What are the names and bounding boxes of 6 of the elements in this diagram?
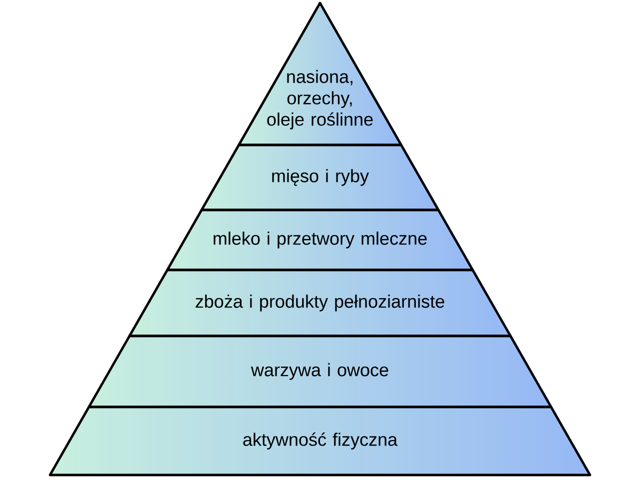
pyramid-band: mleko i przetwory mleczne: [166, 208, 474, 272]
pyramid-band: nasiona, orzechy, oleje roślinne: [238, 2, 402, 146]
pyramid-band: zboża i produkty pełnoziarniste: [128, 268, 512, 338]
pyramid-band: warzywa i owoce: [88, 334, 552, 408]
pyramid-band: mięso i ryby: [200, 144, 440, 212]
pyramid-band: aktywność fizyczna: [48, 406, 592, 476]
